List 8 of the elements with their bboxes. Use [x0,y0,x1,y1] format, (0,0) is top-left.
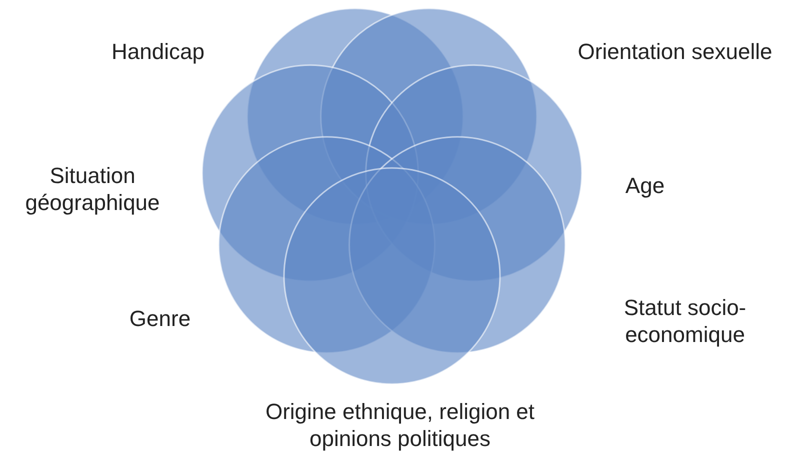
circle-label: Genre [128,305,192,332]
circle-label: Origine ethnique, religion et opinions politiques [264,398,536,452]
circle-label: Situation géographique [24,162,161,216]
circle [283,167,501,385]
circle-label: Orientation sexuelle [576,38,774,65]
circle-label: Age [624,172,666,199]
circle-label: Handicap [110,38,206,65]
circle-label: Statut socio-economique [622,294,748,348]
